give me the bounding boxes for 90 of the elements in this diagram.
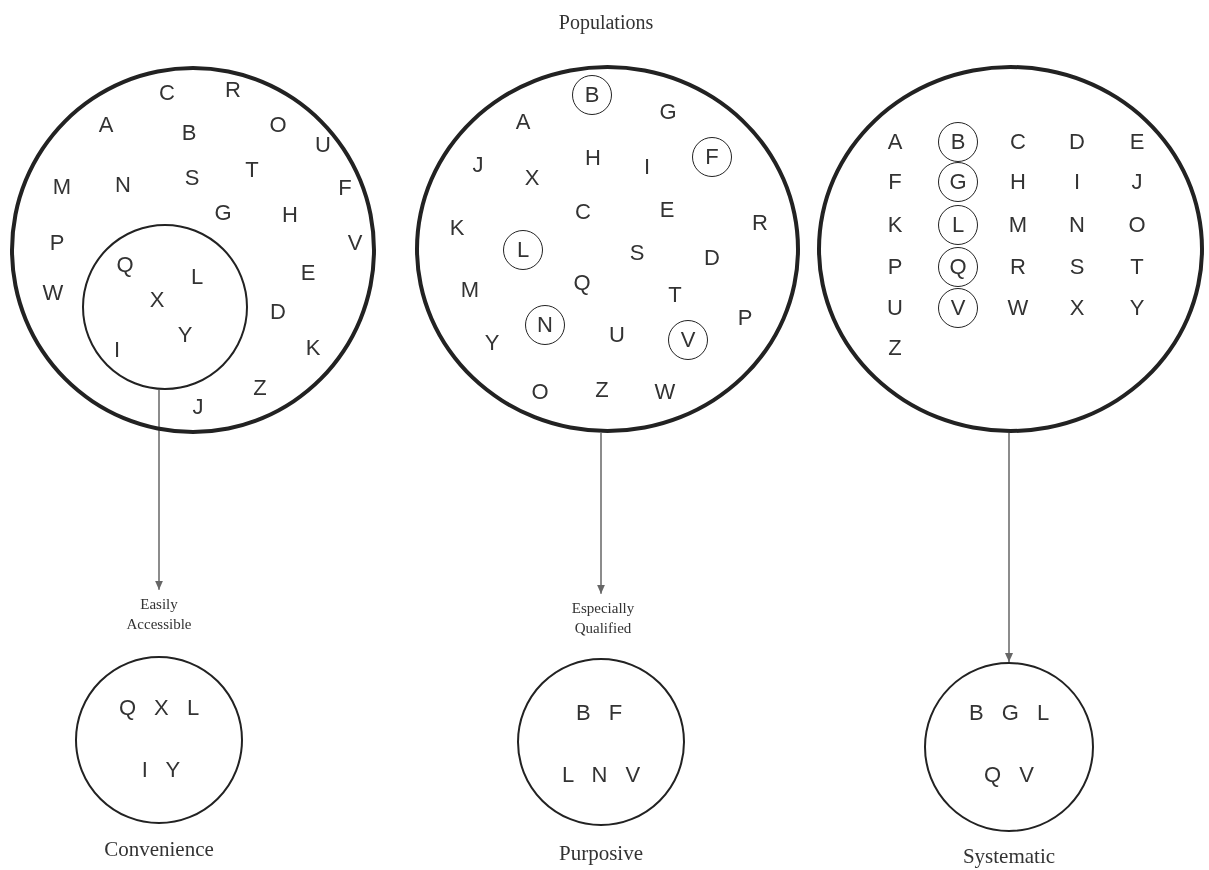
sample-circle — [75, 656, 243, 824]
letter-label: I — [643, 156, 651, 178]
letter-label: P — [887, 256, 903, 278]
letter-label: K — [887, 214, 903, 236]
annotation-text: Especially Qualified — [570, 598, 636, 638]
letter-label: J — [472, 154, 484, 176]
letter-label: N — [1069, 214, 1085, 236]
letter-label: D — [1069, 131, 1085, 153]
letter-label: X — [149, 289, 165, 311]
letter-label: Y — [1129, 297, 1145, 319]
letter-label: D — [704, 247, 720, 269]
letter-label: O — [269, 114, 287, 136]
letter-label: U — [887, 297, 903, 319]
letter-label: S — [1069, 256, 1085, 278]
letter-label: P — [737, 307, 753, 329]
letter-label: C — [575, 201, 591, 223]
letter-label: D — [270, 301, 286, 323]
letter-label: M — [460, 279, 480, 301]
letter-row: Q V — [984, 764, 1034, 786]
letter-row: I Y — [141, 759, 181, 781]
letter-label: Z — [253, 377, 267, 399]
letter-label: G — [214, 202, 232, 224]
letter-label: L — [190, 266, 204, 288]
letter-label: I — [113, 339, 121, 361]
caption-text: Purposive — [558, 839, 644, 867]
letter-label: E — [659, 199, 675, 221]
annotation-text: Easily Accessible — [125, 594, 193, 634]
letter-label: Y — [177, 324, 193, 346]
letter-label: C — [159, 82, 175, 104]
letter-label: H — [282, 204, 298, 226]
letter-label: K — [305, 337, 321, 359]
caption-text: Systematic — [961, 842, 1057, 870]
letter-label: F — [338, 177, 352, 199]
letter-label: J — [1131, 171, 1143, 193]
letter-label: V — [347, 232, 363, 254]
letter-label: E — [1129, 131, 1145, 153]
letter-label: I — [1073, 171, 1081, 193]
letter-label: W — [42, 282, 64, 304]
letter-label: S — [629, 242, 645, 264]
letter-label: R — [225, 79, 241, 101]
sample-circle — [517, 658, 685, 826]
letter-row: Q X L — [118, 697, 200, 719]
letter-label: H — [585, 147, 601, 169]
letter-label: K — [449, 217, 465, 239]
letter-label: Q — [116, 254, 134, 276]
letter-label: N — [115, 174, 131, 196]
letter-label: Z — [888, 337, 902, 359]
letter-label: W — [654, 381, 676, 403]
sample-circle — [924, 662, 1094, 832]
letter-label: T — [245, 159, 259, 181]
letter-label: U — [315, 134, 331, 156]
letter-label: Z — [595, 379, 609, 401]
letter-label: J — [192, 396, 204, 418]
arrow — [1005, 432, 1013, 663]
letter-label: O — [531, 381, 549, 403]
letter-label: O — [1128, 214, 1146, 236]
letter-label: X — [524, 167, 540, 189]
letter-label: T — [1130, 256, 1144, 278]
letter-label: P — [49, 232, 65, 254]
caption-text: Convenience — [103, 835, 215, 863]
letter-label: A — [98, 114, 114, 136]
letter-label: T — [668, 284, 682, 306]
population-circle — [817, 65, 1204, 433]
letter-label: X — [1069, 297, 1085, 319]
letter-label: B — [181, 122, 197, 144]
population-circle — [415, 65, 800, 433]
letter-label: E — [300, 262, 316, 284]
letter-row: L N V — [561, 764, 641, 786]
letter-label: F — [888, 171, 902, 193]
letter-label: R — [1010, 256, 1026, 278]
letter-label: R — [752, 212, 768, 234]
arrow — [597, 432, 605, 595]
subset-circle — [82, 224, 248, 390]
letter-row: B G L — [968, 702, 1050, 724]
letter-label: U — [609, 324, 625, 346]
letter-label: G — [659, 101, 677, 123]
letter-row: B F — [575, 702, 623, 724]
diagram-title: Populations — [558, 10, 654, 34]
letter-label: M — [52, 176, 72, 198]
letter-label: Y — [484, 332, 500, 354]
letter-label: H — [1010, 171, 1026, 193]
population-circle — [10, 66, 376, 434]
letter-label: A — [887, 131, 903, 153]
letter-label: S — [184, 167, 200, 189]
arrow — [155, 389, 163, 591]
letter-label: C — [1010, 131, 1026, 153]
letter-label: M — [1008, 214, 1028, 236]
letter-label: A — [515, 111, 531, 133]
letter-label: Q — [573, 272, 591, 294]
letter-label: W — [1007, 297, 1029, 319]
